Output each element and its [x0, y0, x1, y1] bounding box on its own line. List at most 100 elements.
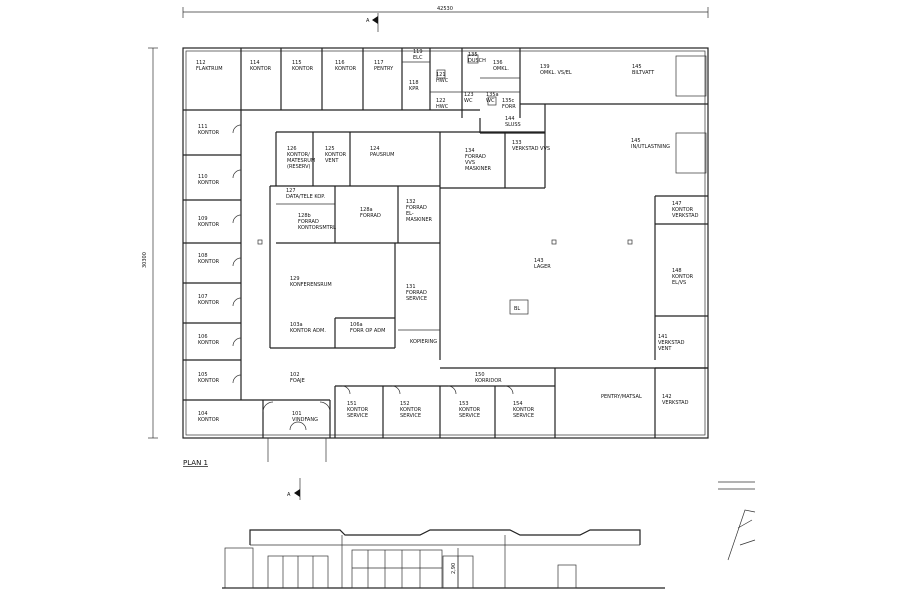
room-name: KONTOR [198, 130, 220, 136]
room-number: 107 [198, 294, 208, 300]
room-number: 131 [406, 284, 416, 290]
room-number: 124 [370, 146, 380, 152]
room-number: 122 [436, 98, 446, 104]
room-name: (RESERV) [287, 164, 311, 170]
room-name: ELC [413, 55, 423, 61]
room-number: 106a [350, 322, 363, 328]
room-name: EL/VS [672, 280, 686, 286]
room-name: SERVICE [459, 413, 480, 419]
room-number: 118 [409, 80, 419, 86]
room-name: MASKINER [406, 217, 433, 223]
room-number: 111 [198, 124, 208, 130]
room-name: KONTOR [198, 180, 220, 186]
section-marker-bottom: A [287, 478, 301, 500]
room-name: VERKSTAD [658, 340, 685, 346]
room-name: WC [486, 98, 495, 104]
room-name: KONTOR [198, 300, 220, 306]
room-name: LAGER [534, 264, 551, 270]
svg-text:A: A [366, 18, 370, 24]
room-name: FORR OP ADM [350, 328, 385, 334]
room-number: 134 [465, 148, 475, 154]
room-name: SERVICE [347, 413, 368, 419]
room-name: DATA/TELE KOP. [286, 194, 325, 200]
room-name: PENTRY/MATSAL [601, 394, 642, 400]
room-number: 121 [436, 72, 446, 78]
room-number: 102 [290, 372, 300, 378]
room-number: 151 [347, 401, 357, 407]
room-name: FORRAD [360, 213, 381, 219]
room-number: 116 [335, 60, 345, 66]
room-number: 152 [400, 401, 410, 407]
room-name: VERKSTAD VVS [512, 146, 550, 152]
elevation-drawing: 2,90 [222, 529, 665, 589]
room-name: KONTOR [672, 207, 694, 213]
room-name: FORRAD [298, 219, 319, 225]
dimension-lines: 42530 30300 [142, 6, 709, 439]
room-name: VERKSTAD [672, 213, 699, 219]
room-number: 139 [540, 64, 550, 70]
room-number: 128b [298, 213, 311, 219]
room-number: 135a [486, 92, 499, 98]
room-name: KONTOR [335, 66, 357, 72]
room-number: 105 [198, 372, 208, 378]
room-name: FOAJE [290, 378, 305, 384]
room-name: SLUSS [505, 122, 521, 128]
site-plan-fragment [718, 481, 756, 561]
room-number: 117 [374, 60, 384, 66]
room-name: SERVICE [406, 296, 427, 302]
room-name: KONTOR ADM. [290, 328, 326, 334]
room-number: 108 [198, 253, 208, 259]
room-name: VENT [658, 346, 672, 352]
room-number: 106 [198, 334, 208, 340]
room-name: KPR [409, 86, 419, 92]
room-name: PAUSRUM [370, 152, 394, 158]
room-number: 119 [413, 49, 423, 55]
room-number: 101 [292, 411, 302, 417]
room-name: KONTOR [400, 407, 422, 413]
room-number: 150 [475, 372, 485, 378]
room-name: OMKL. VS/EL [540, 70, 572, 76]
room-name: PENTRY [374, 66, 394, 72]
room-name: FORRAD [406, 205, 427, 211]
room-name: VINDFANG [292, 417, 318, 423]
room-number: 133 [512, 140, 522, 146]
room-name: KOPIERING [410, 339, 437, 345]
room-name: KONTOR [198, 417, 220, 423]
room-number: 104 [198, 411, 208, 417]
room-name: MATESRUM [287, 158, 315, 164]
room-name: FORR [502, 104, 516, 110]
room-name: VENT [325, 158, 339, 164]
room-name: KONTOR [198, 259, 220, 265]
room-number: 110 [198, 174, 208, 180]
room-kop: KOPIERING [410, 339, 437, 345]
bl-label: BL [514, 306, 520, 312]
